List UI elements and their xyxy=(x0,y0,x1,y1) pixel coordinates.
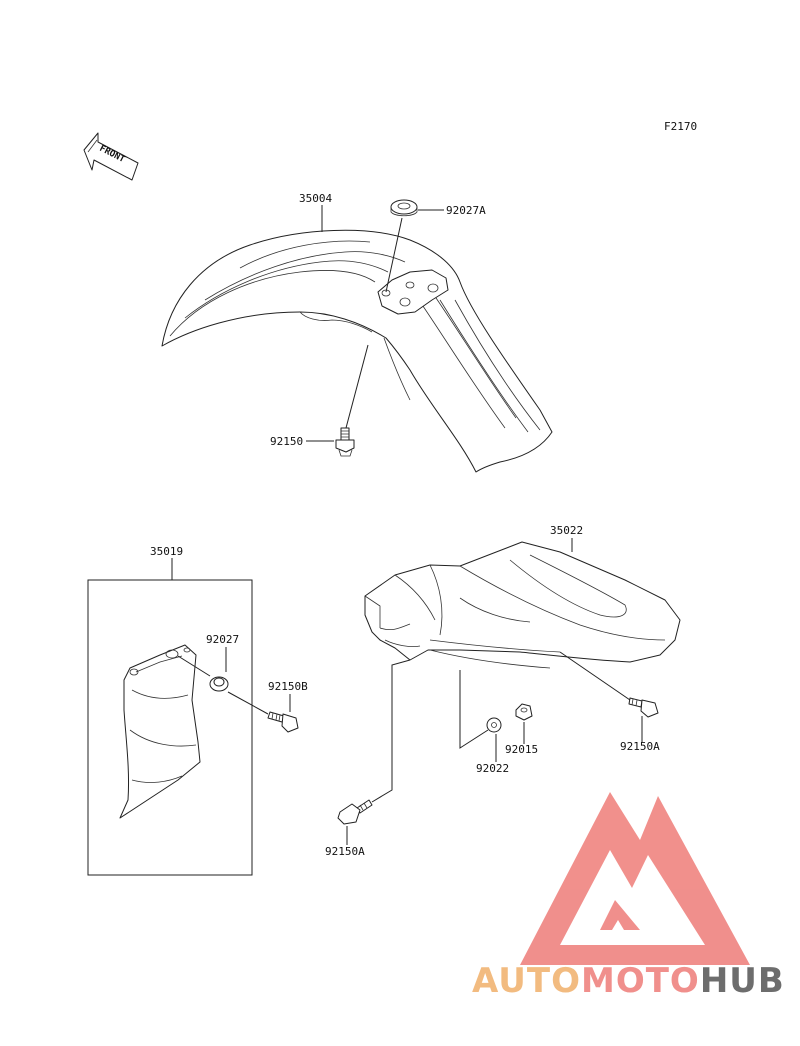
callout-92150a-bottom: 92150A xyxy=(325,845,365,858)
washer-92022 xyxy=(486,717,502,733)
bolt-92150 xyxy=(335,427,355,457)
watermark-moto: MOTO xyxy=(581,961,700,1001)
callout-35004: 35004 xyxy=(299,192,332,205)
callout-92150: 92150 xyxy=(270,435,303,448)
grommet-92027 xyxy=(209,676,229,692)
fork-guard-set-box xyxy=(87,579,253,876)
callout-92022: 92022 xyxy=(476,762,509,775)
grommet-92027a xyxy=(390,199,418,217)
callout-92027: 92027 xyxy=(206,633,239,646)
figure-code: F2170 xyxy=(664,120,697,133)
bolt-92150b xyxy=(267,711,299,733)
callout-92150b: 92150B xyxy=(268,680,308,693)
callout-92027a: 92027A xyxy=(446,204,486,217)
callout-35022: 35022 xyxy=(550,524,583,537)
watermark-hub: HUB xyxy=(700,961,785,1001)
watermark-word: AUTOMOTOHUB xyxy=(472,961,785,1001)
collar-92015 xyxy=(515,703,533,721)
callout-35019: 35019 xyxy=(150,545,183,558)
watermark-auto: AUTO xyxy=(472,961,581,1001)
bolt-92150a-right xyxy=(628,697,659,718)
fork-guard xyxy=(119,644,201,819)
watermark-triangle-logo xyxy=(520,792,750,965)
callout-92150a-right: 92150A xyxy=(620,740,660,753)
front-fender xyxy=(161,229,553,473)
front-direction-arrow: FRONT xyxy=(83,132,139,181)
bolt-92150a-bottom xyxy=(337,799,373,825)
automotohub-watermark: AUTOMOTOHUB xyxy=(472,792,785,1001)
rear-fender xyxy=(364,541,681,669)
callout-92015: 92015 xyxy=(505,743,538,756)
